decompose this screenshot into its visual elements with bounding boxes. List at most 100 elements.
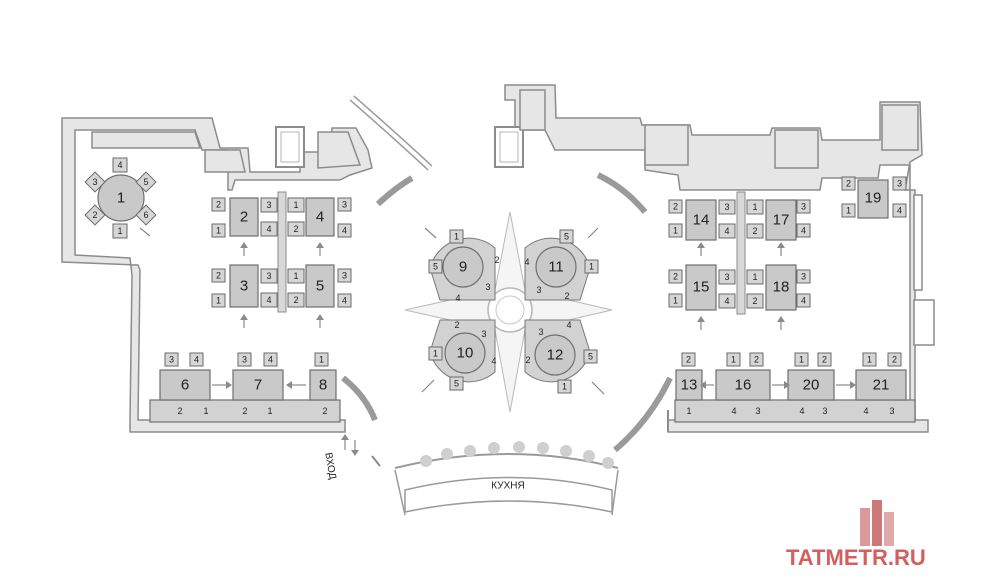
svg-text:2: 2 — [846, 179, 851, 189]
svg-text:3: 3 — [242, 355, 247, 365]
entrance-label: ВХОД — [322, 452, 338, 481]
svg-text:2: 2 — [216, 200, 221, 210]
svg-text:2: 2 — [686, 355, 691, 365]
svg-text:3: 3 — [92, 177, 97, 187]
svg-text:1: 1 — [673, 226, 678, 236]
svg-text:3: 3 — [481, 329, 486, 339]
svg-text:1: 1 — [216, 296, 221, 306]
svg-text:9: 9 — [459, 259, 467, 276]
table-11[interactable]: 11 1 2 3 4 5 — [524, 229, 599, 301]
svg-text:2: 2 — [293, 224, 298, 234]
table-13[interactable]: 13 2 1 — [675, 352, 703, 416]
table-1[interactable]: 1 4 5 6 1 2 3 — [84, 157, 157, 239]
svg-text:5: 5 — [316, 278, 324, 295]
svg-text:1: 1 — [686, 406, 691, 416]
svg-text:14: 14 — [693, 212, 710, 229]
svg-text:2: 2 — [454, 320, 459, 330]
svg-text:3: 3 — [724, 272, 729, 282]
table-6[interactable]: 6 3 4 2 1 — [159, 352, 211, 416]
svg-text:1: 1 — [267, 406, 272, 416]
svg-text:1: 1 — [454, 232, 459, 242]
svg-text:2: 2 — [322, 406, 327, 416]
svg-text:2: 2 — [752, 226, 757, 236]
right-bench — [674, 399, 916, 423]
svg-text:5: 5 — [143, 177, 148, 187]
svg-text:3: 3 — [897, 179, 902, 189]
svg-text:1: 1 — [846, 206, 851, 216]
svg-text:4: 4 — [342, 226, 347, 236]
svg-text:3: 3 — [169, 355, 174, 365]
svg-text:7: 7 — [254, 377, 262, 394]
watermark: TATMETR.RU — [786, 500, 926, 570]
svg-text:2: 2 — [177, 406, 182, 416]
watermark-text: TATMETR.RU — [786, 545, 926, 570]
table-16[interactable]: 16 1 2 4 3 — [715, 352, 771, 416]
svg-text:15: 15 — [693, 279, 710, 296]
table-19[interactable]: 19 2 1 3 4 — [841, 176, 907, 219]
svg-text:10: 10 — [457, 345, 474, 362]
svg-text:3: 3 — [724, 202, 729, 212]
svg-text:21: 21 — [873, 377, 890, 394]
svg-text:3: 3 — [801, 202, 806, 212]
table-21[interactable]: 21 1 2 4 3 — [855, 352, 907, 416]
table-18[interactable]: 18 1 2 3 4 — [746, 264, 811, 311]
svg-text:1: 1 — [673, 296, 678, 306]
svg-text:4: 4 — [801, 296, 806, 306]
kitchen-label: КУХНЯ — [491, 481, 524, 492]
svg-text:4: 4 — [863, 406, 868, 416]
svg-text:1: 1 — [752, 202, 757, 212]
svg-text:3: 3 — [342, 271, 347, 281]
table-9[interactable]: 9 1 2 3 4 5 — [428, 229, 500, 303]
svg-text:5: 5 — [588, 352, 593, 362]
svg-text:5: 5 — [433, 262, 438, 272]
table-14[interactable]: 14 2 1 3 4 — [668, 199, 736, 241]
svg-text:2: 2 — [752, 296, 757, 306]
svg-text:2: 2 — [673, 272, 678, 282]
svg-text:1: 1 — [867, 355, 872, 365]
table-7[interactable]: 7 3 4 2 1 — [232, 352, 284, 416]
svg-text:4: 4 — [801, 226, 806, 236]
svg-text:2: 2 — [673, 202, 678, 212]
svg-text:11: 11 — [548, 259, 564, 276]
svg-text:4: 4 — [524, 257, 529, 267]
table-12[interactable]: 12 1 2 3 4 5 — [524, 319, 598, 394]
svg-text:2: 2 — [822, 355, 827, 365]
svg-text:1: 1 — [293, 200, 298, 210]
svg-text:5: 5 — [564, 232, 569, 242]
svg-text:4: 4 — [455, 293, 460, 303]
svg-text:2: 2 — [892, 355, 897, 365]
table-8[interactable]: 8 1 2 — [309, 352, 337, 416]
svg-text:2: 2 — [92, 210, 97, 220]
svg-text:2: 2 — [216, 271, 221, 281]
table-17[interactable]: 17 1 2 3 4 — [746, 199, 811, 241]
table-5[interactable]: 5 1 2 3 4 — [287, 264, 352, 308]
svg-text:1: 1 — [589, 262, 594, 272]
svg-text:6: 6 — [181, 377, 189, 394]
svg-text:3: 3 — [889, 406, 894, 416]
center-feature — [404, 211, 613, 413]
svg-text:19: 19 — [865, 190, 882, 207]
svg-text:2: 2 — [754, 355, 759, 365]
table-4[interactable]: 4 1 2 3 4 — [287, 197, 352, 238]
svg-text:1: 1 — [562, 382, 567, 392]
svg-text:1: 1 — [433, 349, 438, 359]
svg-text:1: 1 — [752, 272, 757, 282]
svg-text:3: 3 — [240, 278, 248, 295]
table-label: 1 — [117, 190, 125, 207]
arrows — [139, 227, 856, 456]
svg-text:12: 12 — [547, 347, 564, 364]
walls — [61, 84, 935, 516]
svg-text:8: 8 — [319, 377, 327, 394]
svg-text:3: 3 — [342, 200, 347, 210]
svg-text:18: 18 — [773, 279, 790, 296]
table-10[interactable]: 10 1 2 3 4 5 — [428, 319, 497, 391]
svg-text:3: 3 — [801, 272, 806, 282]
svg-text:4: 4 — [342, 296, 347, 306]
svg-text:17: 17 — [773, 212, 790, 229]
table-15[interactable]: 15 2 1 3 4 — [668, 264, 736, 311]
table-2[interactable]: 2 2 1 3 4 — [211, 197, 278, 238]
table-3[interactable]: 3 2 1 3 4 — [211, 264, 278, 308]
table-20[interactable]: 20 1 2 4 3 — [787, 352, 835, 416]
svg-text:1: 1 — [319, 355, 324, 365]
